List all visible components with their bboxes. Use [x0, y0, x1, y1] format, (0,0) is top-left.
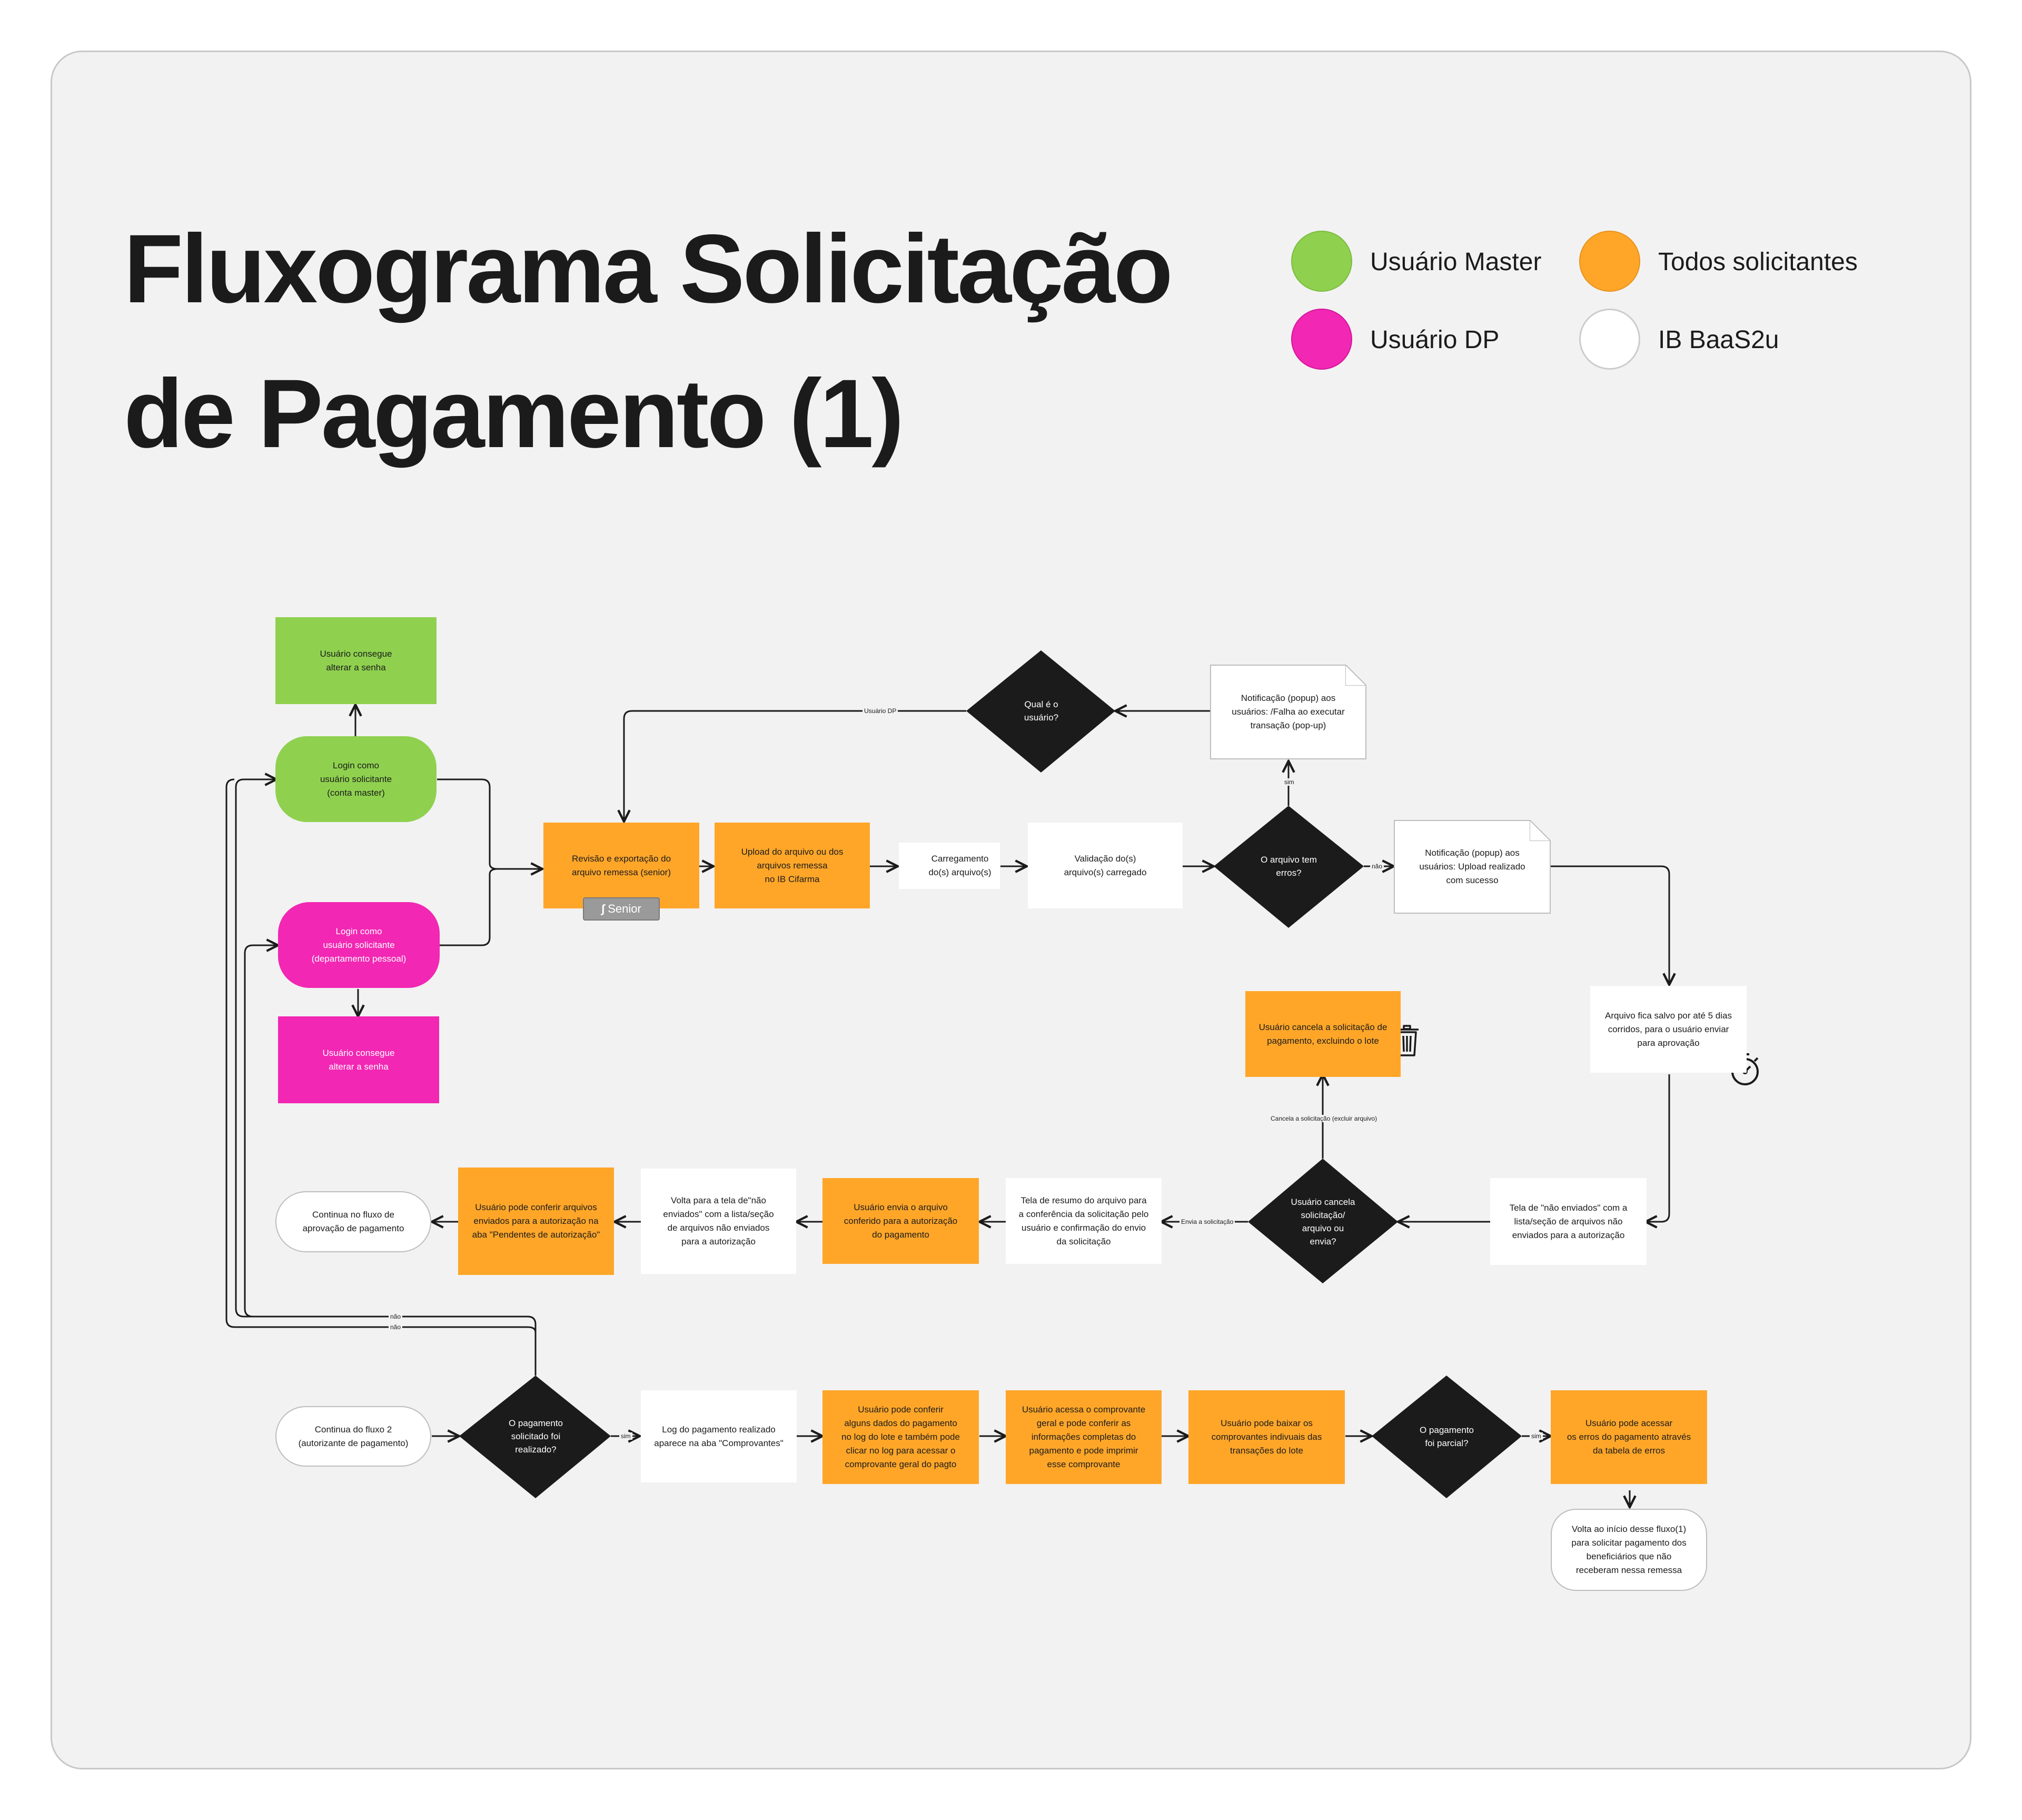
node-back-not-sent: Volta para a tela de"não enviados" com a… — [641, 1169, 796, 1274]
legend-all-swatch — [1579, 231, 1640, 292]
node-login-master: Login como usuário solicitante (conta ma… — [275, 736, 437, 822]
legend-master-label: Usuário Master — [1370, 248, 1542, 276]
edge-master-to-review — [437, 778, 542, 869]
decision-payment-partial — [1372, 1376, 1522, 1498]
node-access-receipt: Usuário acessa o comprovante geral e pod… — [1006, 1390, 1162, 1484]
label-file-errors: O arquivo tem erros? — [1261, 855, 1317, 878]
decision-file-errors — [1214, 806, 1364, 928]
node-upload-file: Upload do arquivo ou dos arquivos remess… — [715, 823, 870, 908]
node-cancel-request: Usuário cancela a solicitação de pagamen… — [1245, 991, 1401, 1077]
node-login-dp: Login como usuário solicitante (departam… — [278, 902, 440, 988]
edge-which-user-dp — [624, 710, 966, 822]
legend-master-swatch — [1291, 231, 1352, 292]
node-notify-failure: Notificação (popup) aos usuários: /Falha… — [1210, 665, 1366, 759]
edge-success-to-saved — [1551, 865, 1669, 985]
edge-label-cancel-request: Cancela a solicitação (excluir arquivo) — [1269, 1115, 1379, 1122]
edge-label-no-1: não — [389, 1313, 403, 1320]
label-cancel-or-send: Usuário cancela solicitação/ arquivo ou … — [1291, 1197, 1355, 1247]
senior-logo-icon: ∫ — [601, 902, 605, 915]
node-validation: Validação do(s) arquivo(s) carregado — [1028, 823, 1183, 908]
label-payment-done: O pagamento solicitado foi realizado? — [508, 1418, 563, 1455]
legend-ib-label: IB BaaS2u — [1658, 326, 1779, 354]
legend-ib-swatch — [1579, 309, 1640, 370]
node-loading-files: Carregamento do(s) arquivo(s) — [899, 843, 1000, 889]
node-continue-approval: Continua no fluxo de aprovação de pagame… — [275, 1191, 431, 1252]
edge-dp-to-review — [440, 868, 542, 946]
page-title-line-2: de Pagamento (1) — [124, 360, 904, 468]
edge-label-yes-payment: sim — [619, 1432, 632, 1440]
label-payment-partial: O pagamento foi parcial? — [1419, 1425, 1474, 1448]
senior-badge: ∫Senior — [583, 897, 660, 921]
decision-payment-done — [459, 1376, 611, 1498]
edge-label-send-request: Envia a solicitação — [1180, 1218, 1235, 1225]
node-review-export: Revisão e exportação do arquivo remessa … — [543, 823, 699, 908]
decision-cancel-or-send — [1248, 1159, 1398, 1283]
edge-label-yes-partial: sim — [1530, 1432, 1543, 1440]
legend-dp-label: Usuário DP — [1370, 326, 1500, 354]
senior-badge-label: Senior — [608, 902, 641, 915]
legend-all-label: Todos solicitantes — [1658, 248, 1858, 276]
page-title-line-1: Fluxograma Solicitação — [124, 215, 1173, 323]
node-notify-success: Notificação (popup) aos usuários: Upload… — [1394, 820, 1551, 914]
node-summary-screen: Tela de resumo do arquivo para a conferê… — [1006, 1178, 1162, 1264]
node-send-checked: Usuário envia o arquivo conferido para a… — [822, 1178, 979, 1264]
legend-dp-swatch — [1291, 309, 1352, 370]
node-download-receipts: Usuário pode baixar os comprovantes indi… — [1188, 1390, 1345, 1484]
edge-label-yes-failure: sim — [1283, 778, 1296, 786]
node-access-errors: Usuário pode acessar os erros do pagamen… — [1551, 1390, 1707, 1484]
edge-label-no-2: não — [389, 1323, 403, 1331]
label-which-user: Qual é o usuário? — [1024, 699, 1059, 723]
node-dp-change-password: Usuário consegue alterar a senha — [278, 1016, 439, 1103]
node-file-saved: Arquivo fica salvo por até 5 dias corrid… — [1590, 986, 1747, 1073]
node-check-pending: Usuário pode conferir arquivos enviados … — [458, 1168, 614, 1275]
edge-saved-to-not-sent — [1646, 1074, 1670, 1222]
decision-which-user — [966, 650, 1115, 773]
node-check-lot-data: Usuário pode conferir alguns dados do pa… — [822, 1390, 979, 1484]
edge-payment-no-to-dp — [244, 945, 528, 1318]
node-not-sent-screen: Tela de "não enviados" com a lista/seção… — [1490, 1178, 1647, 1265]
node-payment-log: Log do pagamento realizado aparece na ab… — [641, 1390, 797, 1482]
edge-label-user-dp: Usuário DP — [863, 707, 898, 715]
edge-payment-no-to-master — [235, 779, 537, 1376]
node-master-change-password: Usuário consegue alterar a senha — [275, 617, 437, 704]
node-back-to-start: Volta ao início desse fluxo(1) para soli… — [1551, 1509, 1707, 1591]
doc-fold-failure — [1345, 665, 1366, 686]
doc-fold-success — [1530, 820, 1551, 841]
edge-label-no-errors: não — [1370, 863, 1384, 870]
edge-payment-no-outer — [225, 778, 537, 1333]
node-continue-flow2: Continua do fluxo 2 (autorizante de paga… — [275, 1406, 431, 1467]
